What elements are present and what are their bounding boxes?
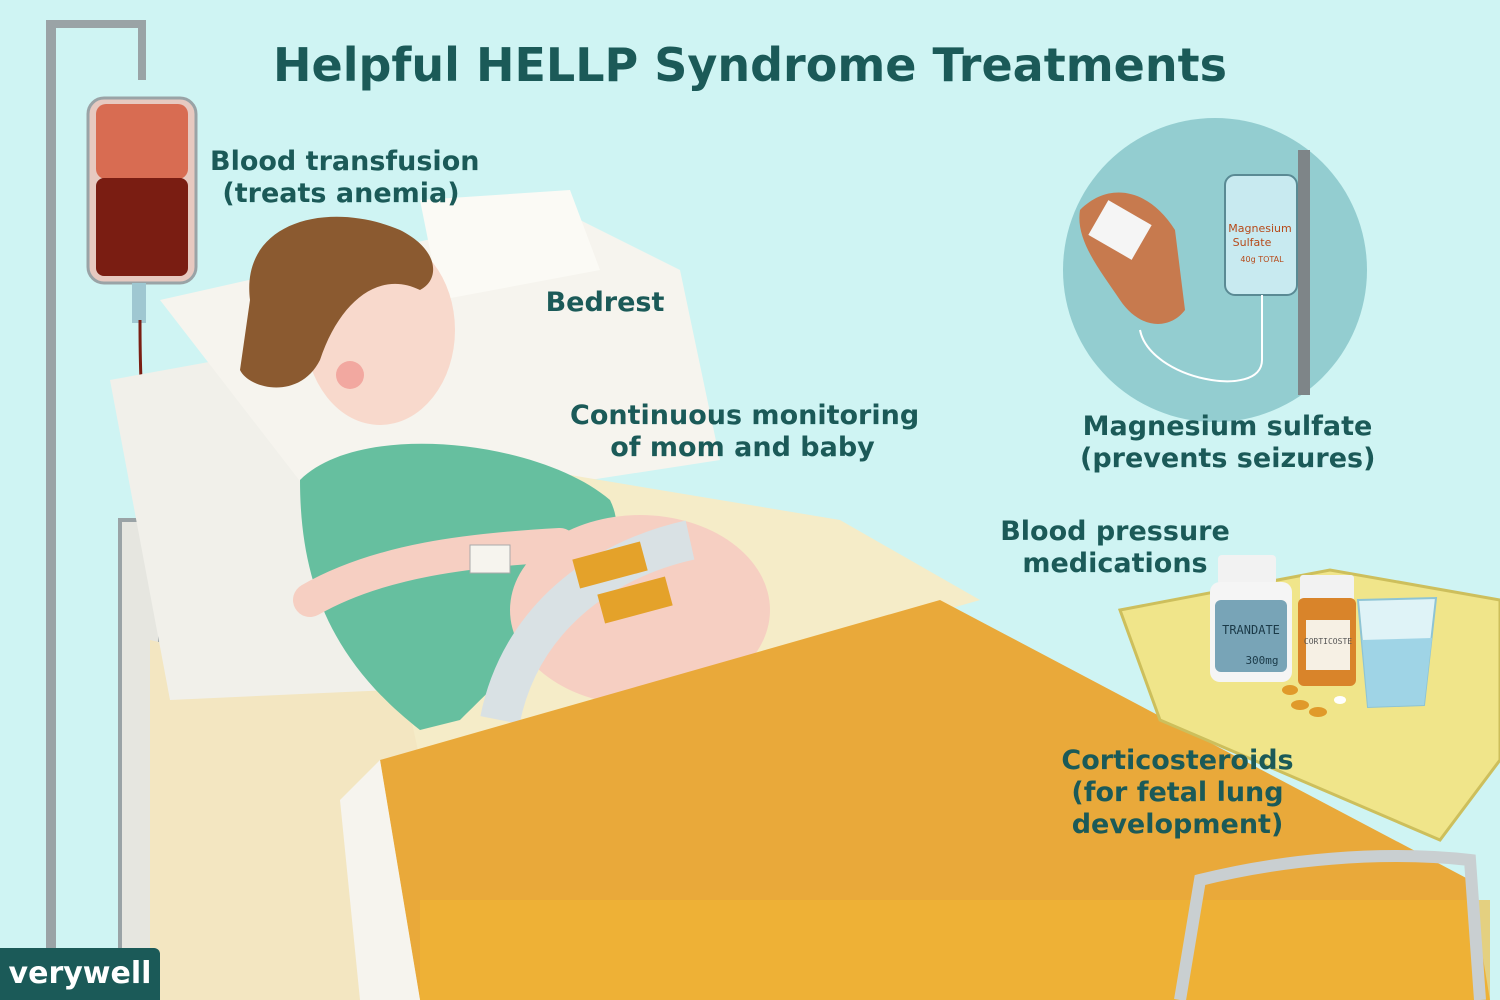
mag-bag-label-1: Magnesium [1228, 222, 1291, 235]
mag-bag-label-2: Sulfate [1233, 236, 1272, 249]
verywell-logo: verywell [0, 948, 160, 1000]
label-monitoring: Continuous monitoring of mom and baby [570, 400, 920, 464]
pills [1282, 685, 1346, 717]
corticoste-label: CORTICOSTE [1304, 637, 1352, 646]
label-line: Blood transfusion [210, 146, 480, 177]
water-glass [1356, 596, 1438, 709]
label-blood-transfusion: Blood transfusion (treats anemia) [210, 146, 480, 210]
label-line: Corticosteroids [1061, 745, 1294, 776]
mag-bag-label-3: 40g TOTAL [1240, 255, 1284, 264]
label-line: (prevents seizures) [1080, 443, 1376, 474]
label-line: medications [1022, 548, 1208, 579]
blood-bag [86, 96, 198, 323]
bed-footboard [1174, 850, 1486, 1000]
magnesium-inset: Magnesium Sulfate 40g TOTAL [1063, 118, 1367, 422]
label-line: (for fetal lung [1071, 777, 1284, 808]
trandate-dose: 300mg [1245, 654, 1278, 667]
iv-pole [46, 20, 146, 960]
label-bedrest: Bedrest [545, 287, 665, 318]
label-line: Magnesium sulfate [1082, 411, 1373, 442]
label-line: (treats anemia) [222, 178, 460, 209]
label-line: Blood pressure [1000, 516, 1230, 547]
label-line: of mom and baby [610, 432, 875, 463]
label-corticosteroids: Corticosteroids (for fetal lung developm… [1060, 745, 1295, 841]
label-line: Continuous monitoring [570, 400, 920, 431]
trandate-bottle: TRANDATE 300mg [1210, 555, 1292, 682]
corticosteroid-bottle: CORTICOSTE [1298, 575, 1356, 686]
page-title: Helpful HELLP Syndrome Treatments [273, 38, 1227, 92]
label-magnesium: Magnesium sulfate (prevents seizures) [1080, 411, 1375, 475]
label-bp-meds: Blood pressure medications [1000, 516, 1230, 580]
label-line: development) [1071, 809, 1284, 840]
patient [240, 216, 770, 730]
trandate-label: TRANDATE [1222, 623, 1280, 637]
